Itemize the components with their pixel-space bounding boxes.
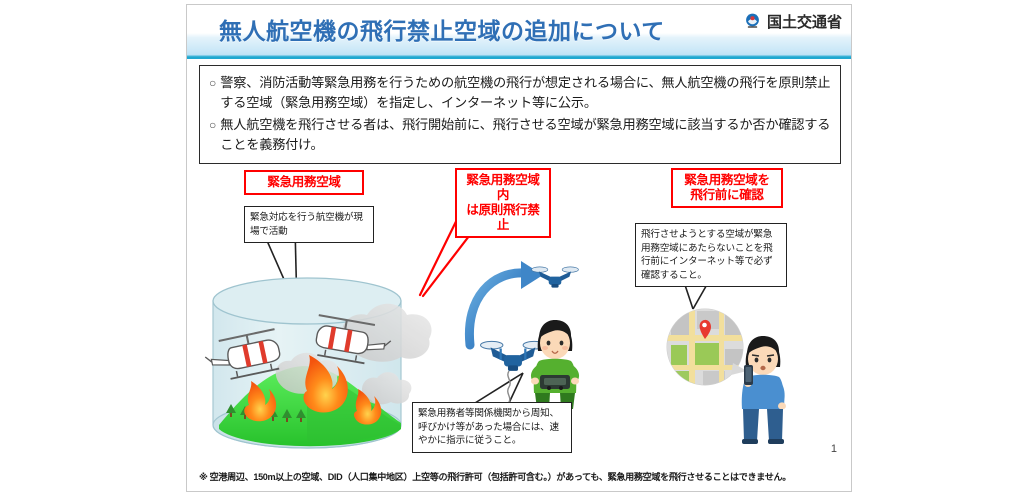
slide-title-band: 無人航空機の飛行禁止空域の追加について 国土交通省 [187, 5, 851, 59]
drone-icon-upper [531, 266, 579, 288]
smoke-icon [275, 303, 432, 405]
footnote: ※ 空港周辺、150m以上の空域、DID（人口集中地区）上空等の飛行許可（包括許… [199, 472, 791, 482]
bullet-marker-icon: ○ [209, 76, 217, 90]
fire-icon-1 [244, 381, 277, 422]
red-label-line-2: は原則飛行禁止 [466, 203, 540, 232]
red-label-line-1: 緊急用務空域内 [466, 173, 540, 202]
map-pin-icon [699, 319, 711, 339]
redirect-arrow-icon [464, 261, 543, 350]
tree-row-icon [226, 404, 306, 422]
red-label-no-fly: 緊急用務空域内 は原則飛行禁止 [455, 168, 551, 238]
airspace-checker-figure [741, 336, 786, 444]
mlit-emblem-icon [743, 12, 762, 31]
summary-bullet-1: ○ 警察、消防活動等緊急用務を行うための航空機の飛行が想定される場合に、無人航空… [209, 73, 831, 113]
red-label-line-2: 飛行前に確認 [690, 188, 764, 202]
callout-bottom-follow-instructions: 緊急用務者等関係機関から周知、呼びかけ等があった場合には、速やかに指示に従うこと… [412, 402, 572, 453]
page-title: 無人航空機の飛行禁止空域の追加について [219, 18, 665, 44]
summary-bullet-text-1: 警察、消防活動等緊急用務を行うための航空機の飛行が想定される場合に、無人航空機の… [220, 75, 831, 110]
mlit-logo: 国土交通省 [743, 11, 842, 32]
page-number: 1 [830, 443, 837, 455]
control-signal-icon [507, 370, 511, 403]
fire-icon-3 [353, 389, 382, 425]
callout-left-aircraft-activity: 緊急対応を行う航空機が現場で活動 [244, 206, 374, 243]
red-label-preflight-check: 緊急用務空域を 飛行前に確認 [671, 168, 783, 208]
red-label-line-1: 緊急用務空域を [684, 173, 770, 187]
summary-box: ○ 警察、消防活動等緊急用務を行うための航空機の飛行が想定される場合に、無人航空… [199, 65, 841, 164]
callout-right-preflight-confirmation: 飛行させようとする空域が緊急用務空域にあたらないことを飛行前にインターネット等で… [635, 223, 787, 287]
helicopter-icon-2 [315, 314, 392, 365]
red-label-emergency-airspace: 緊急用務空域 [244, 170, 364, 195]
airspace-cylinder [204, 277, 432, 449]
map-bubble [666, 308, 747, 386]
summary-bullet-text-2: 無人航空機を飛行させる者は、飛行開始前に、飛行させる空域が緊急用務空域に該当する… [220, 117, 831, 152]
helicopter-icon-1 [204, 328, 281, 380]
fire-icon-2 [303, 355, 348, 413]
map-tiles [667, 309, 743, 385]
summary-bullet-2: ○ 無人航空機を飛行させる者は、飛行開始前に、飛行させる空域が緊急用務空域に該当… [209, 115, 831, 155]
drone-icon-lower [480, 340, 546, 371]
callout-tail-bottom [474, 372, 524, 404]
drone-operator-figure [530, 320, 580, 409]
bullet-marker-icon: ○ [209, 118, 217, 132]
slide-frame: 無人航空機の飛行禁止空域の追加について 国土交通省 ○ 警察、消防活動等緊急用務… [186, 4, 852, 492]
mlit-name-label: 国土交通省 [766, 14, 842, 31]
